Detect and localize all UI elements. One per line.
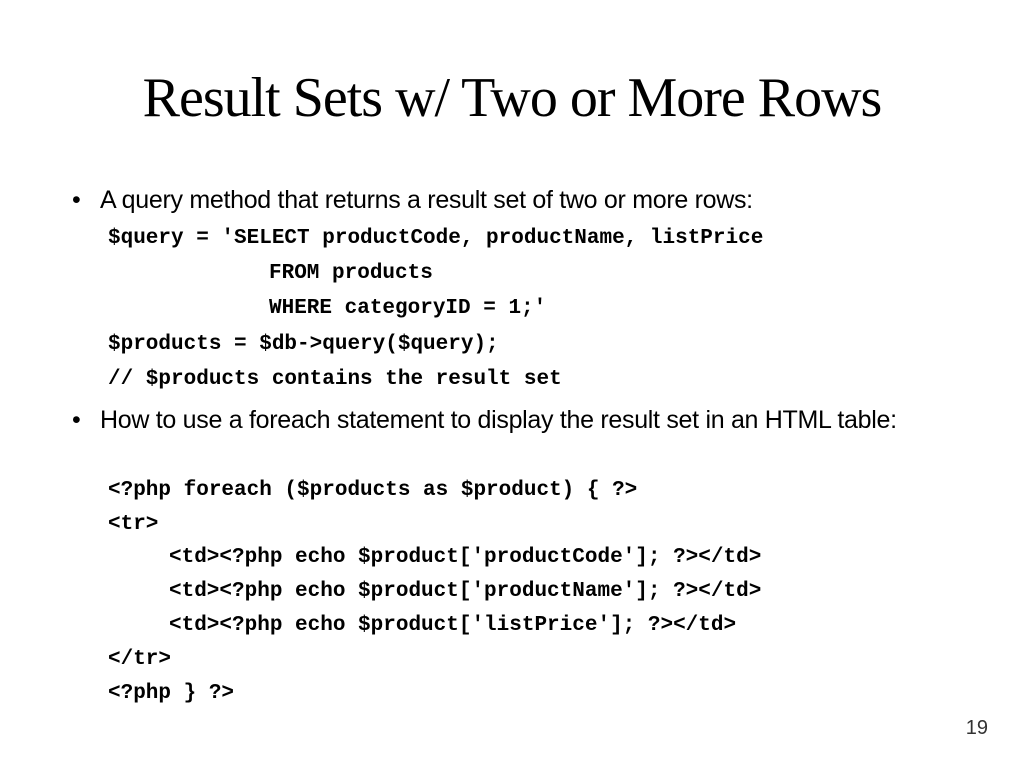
bullet-marker: • [72,186,81,214]
code-line: FROM products [269,262,433,285]
code-line: </tr> [108,648,172,671]
code-line: <?php } ?> [108,682,235,705]
slide-title: Result Sets w/ Two or More Rows [142,67,883,129]
code-line: <tr> [108,513,159,536]
code-line: $query = 'SELECT productCode, productNam… [108,227,764,250]
bullet-text: How to use a foreach statement to displa… [100,406,897,434]
code-line: // $products contains the result set [108,368,562,391]
bullet-marker: • [72,406,81,434]
code-line: <td><?php echo $product['productName']; … [169,580,762,603]
code-line: $products = $db->query($query); [108,333,499,356]
code-line: <?php foreach ($products as $product) { … [108,479,638,502]
bullet-text: A query method that returns a result set… [100,186,753,214]
code-line: <td><?php echo $product['listPrice']; ?>… [169,614,737,637]
bullet-foreach: • How to use a foreach statement to disp… [72,404,972,437]
code-line: <td><?php echo $product['productCode']; … [169,546,762,569]
code-line: WHERE categoryID = 1;' [269,297,547,320]
bullet-query-method: • A query method that returns a result s… [72,184,972,217]
page-number: 19 [965,717,988,739]
